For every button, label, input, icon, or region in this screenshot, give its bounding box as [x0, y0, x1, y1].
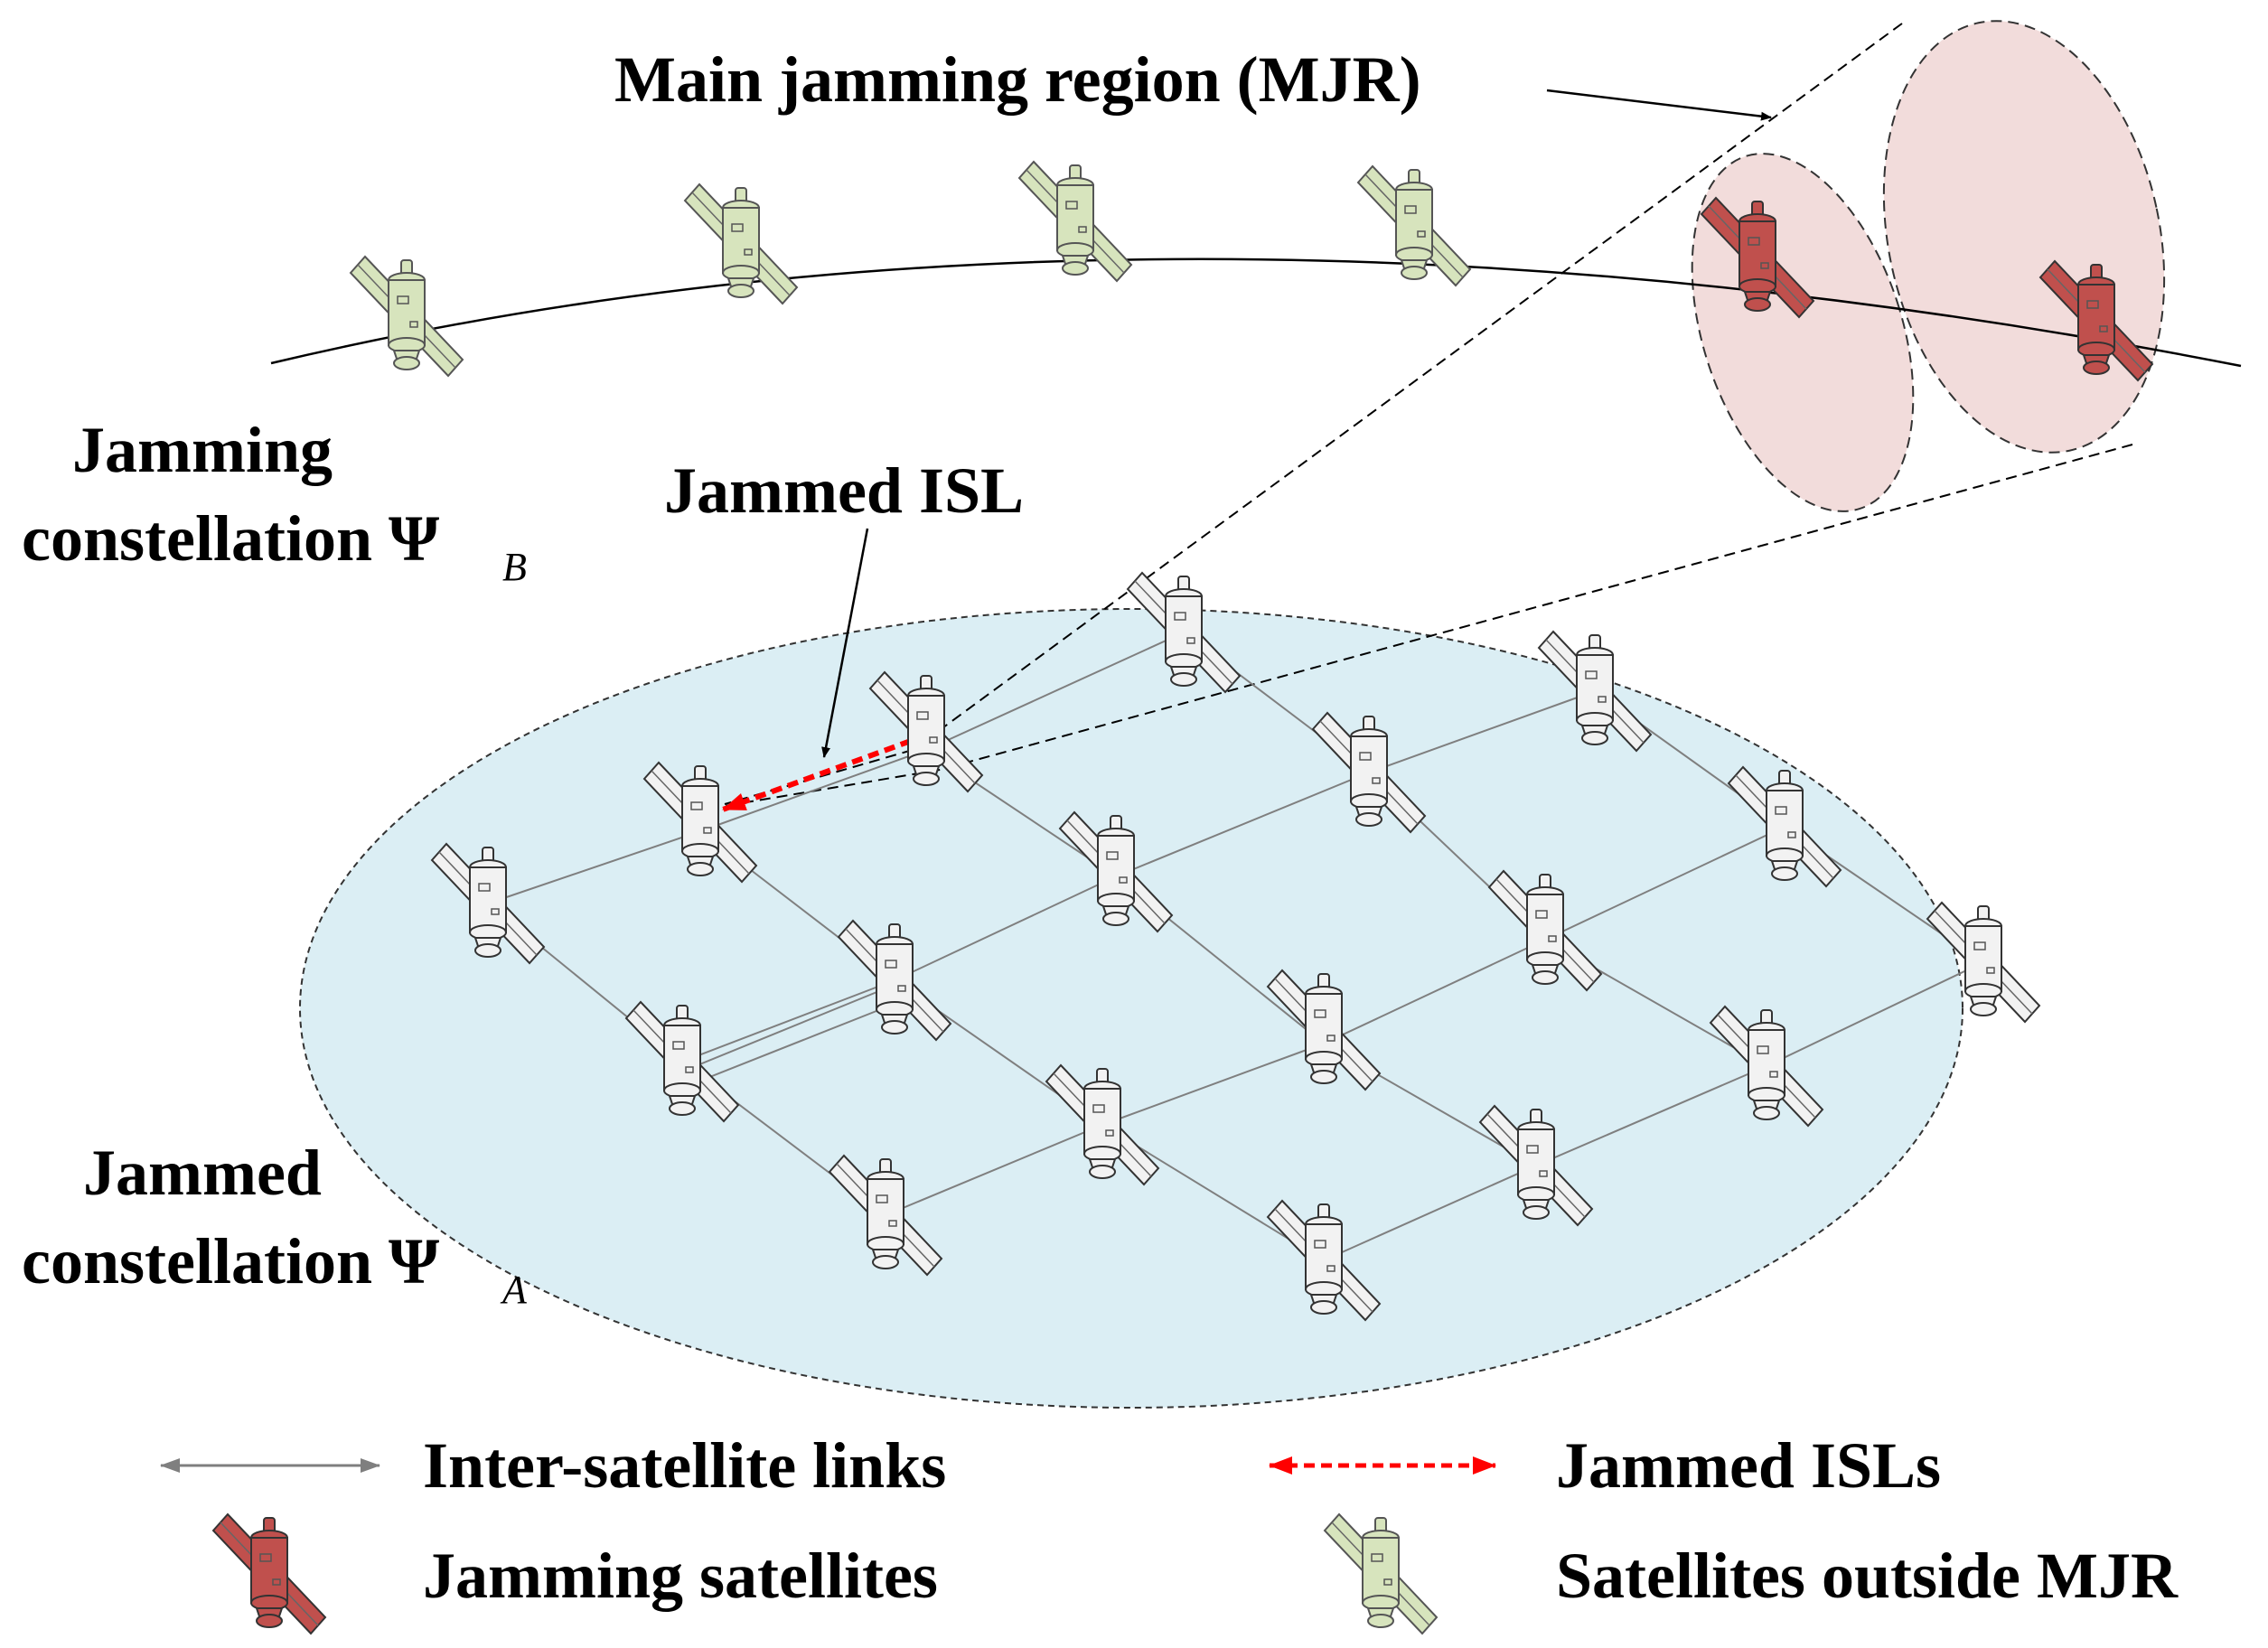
legend-jamming-sats-label: Jamming satellites	[423, 1540, 938, 1612]
mjr-pointer-arrow	[1546, 89, 1772, 121]
jammed-constellation-label-line1: Jammed	[83, 1137, 322, 1209]
satellite-icon	[684, 183, 798, 304]
legend-jammed-isl-label: Jammed ISLs	[1556, 1429, 1941, 1502]
jamming-constellation-label-line1: Jamming	[72, 414, 333, 486]
jamming-constellation-subscript: B	[502, 545, 527, 589]
legend-outside-mjr-label: Satellites outside MJR	[1556, 1540, 2179, 1612]
mjr-label: Main jamming region (MJR)	[614, 43, 1421, 116]
legend-isl-label: Inter-satellite links	[423, 1429, 946, 1502]
satellite-icon	[1357, 165, 1471, 286]
jammed-constellation-label-line2: constellation Ψ	[22, 1225, 439, 1297]
jammed-region-ellipse	[299, 608, 1963, 1409]
jammed-constellation-subscript: A	[500, 1268, 528, 1312]
jamming-constellation-label-line2: constellation Ψ	[22, 502, 439, 575]
legend: Inter-satellite links Jammed ISLs Jammin…	[160, 1429, 2179, 1634]
jammed-isl-label: Jammed ISL	[664, 454, 1024, 527]
mjr-cone-lines	[912, 23, 2133, 771]
satellite-icon	[1324, 1513, 1438, 1634]
jammed-isl-pointer-arrow	[821, 528, 869, 758]
jamming-orbit-arc	[270, 258, 2242, 368]
satellite-icon	[212, 1513, 326, 1634]
satellite-icon	[350, 256, 464, 377]
